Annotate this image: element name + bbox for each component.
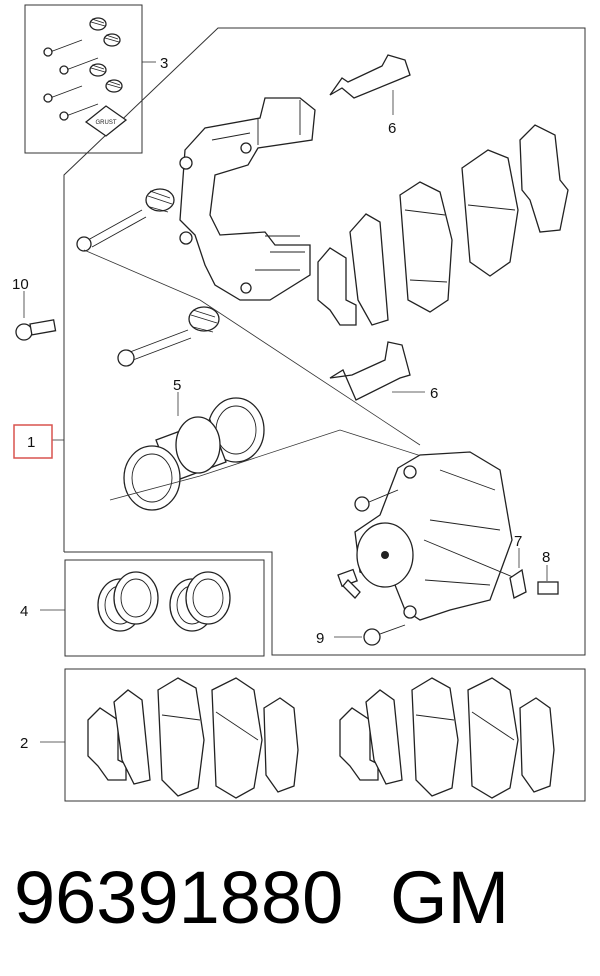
- bleeder-screw: 7: [423, 533, 527, 599]
- callout-8: 8: [542, 549, 550, 566]
- caption: 96391880 GM: [14, 848, 594, 958]
- guide-pin-upper: [76, 209, 147, 252]
- guide-pin-boot-lower: [188, 306, 220, 333]
- part-number: 96391880: [14, 856, 344, 939]
- dust-boot-1: [89, 17, 107, 31]
- callout-7: 7: [514, 533, 522, 550]
- callout-4: 4: [20, 603, 28, 620]
- pad-retainer-clip-upper: 6: [329, 54, 411, 137]
- callout-9: 9: [316, 630, 324, 647]
- main-assembly-frame: [63, 27, 586, 656]
- brake-pad-kit-box: 2: [20, 668, 586, 802]
- grease-sachet-label: GRUST: [96, 120, 117, 126]
- brake-caliper-exploded-diagram: GRUST 3 10: [12, 4, 586, 802]
- brake-pad-set-upper: [317, 124, 569, 326]
- dust-boot-4: [105, 79, 123, 93]
- seal-kit-box: 4: [20, 559, 265, 657]
- callout-6-lower: 6: [430, 385, 438, 402]
- caliper-bolt-10: 10: [12, 276, 57, 341]
- guide-pin-boot-upper: [145, 188, 175, 213]
- dust-boot-3: [89, 63, 107, 77]
- brand-name: GM: [390, 856, 510, 939]
- callout-5: 5: [173, 377, 181, 394]
- dust-boot-2: [103, 33, 121, 47]
- hose-union-bolt: [337, 568, 361, 599]
- caliper-housing: [354, 451, 513, 621]
- pad-kit-left: [87, 677, 299, 799]
- callout-10: 10: [12, 276, 29, 293]
- guide-pin-upper-2: [59, 57, 99, 75]
- callout-1: 1: [27, 434, 35, 451]
- guide-pin-kit-box: GRUST 3: [24, 4, 168, 154]
- callout-6-upper: 6: [388, 120, 396, 137]
- callout-2: 2: [20, 735, 28, 752]
- caliper-piston-and-seals: 5: [109, 377, 441, 511]
- pad-kit-right: [339, 677, 555, 799]
- grease-sachet: GRUST: [84, 105, 128, 137]
- pad-retainer-clip-lower: 6: [329, 341, 438, 402]
- guide-pin-lower-1: [43, 85, 83, 103]
- bleeder-cap: 8: [537, 549, 559, 595]
- caliper-carrier-bracket: [179, 97, 316, 301]
- caliper-bolt-9: 9: [316, 624, 406, 647]
- caliper-bolt-upper: [354, 489, 399, 512]
- guide-pin-upper-1: [43, 39, 83, 57]
- guide-pin-lower: [117, 329, 192, 367]
- callout-1-highlight: [13, 424, 53, 459]
- callout-3: 3: [160, 55, 168, 72]
- guide-pin-lower-2: [59, 103, 99, 121]
